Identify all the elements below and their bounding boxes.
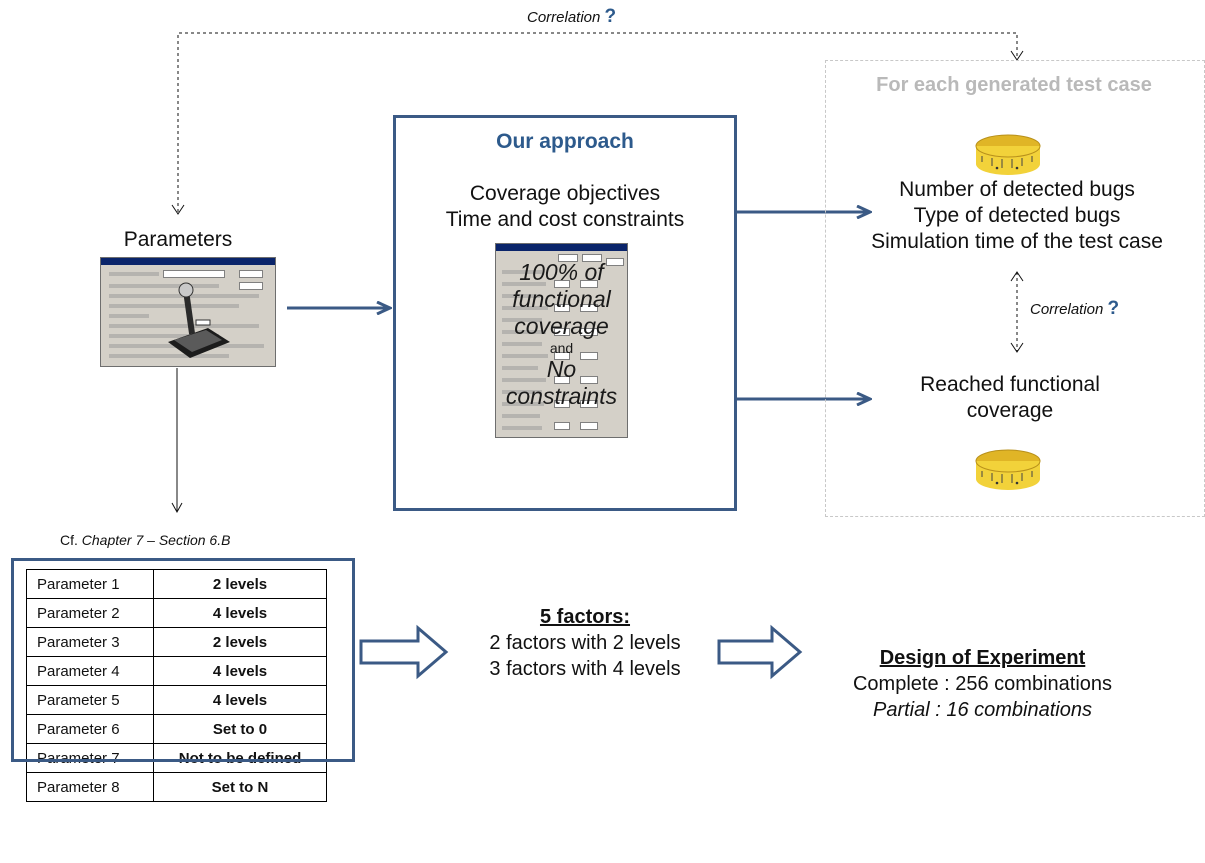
factors-summary: 5 factors: 2 factors with 2 levels 3 fac… (440, 604, 730, 682)
approach-objectives: Coverage objectives Time and cost constr… (396, 181, 734, 233)
correlation-right-label: Correlation ? (1030, 298, 1160, 320)
test-case-title: For each generated test case (876, 74, 1152, 96)
parameter-name: Parameter 7 (26, 743, 154, 773)
parameter-name: Parameter 6 (26, 714, 154, 744)
parameter-value: Set to N (153, 772, 327, 802)
reached-coverage-label: Reached functional coverage (860, 372, 1160, 424)
factor-rows-highlight (11, 558, 355, 762)
chapter-reference: Cf. Chapter 7 – Section 6.B (60, 532, 230, 548)
coverage-line-1: Reached functional (920, 373, 1100, 396)
correlation-top-question: ? (604, 6, 617, 27)
coverage-line-2: coverage (966, 399, 1054, 422)
correlation-right-question: ? (1107, 298, 1120, 319)
reference-prefix: Cf. (60, 532, 82, 548)
approach-box: Our approach Coverage objectives Time an… (393, 115, 737, 511)
overlay-line-4: No (546, 356, 577, 382)
correlation-top-text: Correlation (527, 9, 601, 26)
parameter-name: Parameter 8 (26, 772, 154, 802)
overlay-line-2: functional (512, 286, 611, 312)
overlay-line-3: coverage (514, 313, 609, 339)
test-case-metrics: Number of detected bugs Type of detected… (832, 177, 1202, 255)
table-to-factors-arrow (359, 624, 449, 680)
doe-complete: Complete : 256 combinations (852, 673, 1113, 695)
factors-to-doe-arrow (717, 624, 803, 680)
parameter-value: Not to be defined (153, 743, 327, 773)
metric-bugs-type: Type of detected bugs (913, 204, 1121, 227)
factors-line-2: 3 factors with 4 levels (489, 658, 681, 680)
correlation-top-label: Correlation ? (527, 6, 667, 28)
overlay-and: and (549, 340, 574, 356)
coverage-overlay-text: 100% of functional coverage and No const… (496, 259, 627, 410)
joystick-icon (168, 282, 230, 358)
measuring-tape-icon (975, 134, 1041, 175)
parameter-value: 4 levels (153, 656, 327, 686)
parameter-value: 4 levels (153, 598, 327, 628)
metric-bugs-count: Number of detected bugs (899, 178, 1135, 201)
measuring-tape-icon (975, 449, 1041, 490)
reference-chapter: Chapter 7 – Section 6.B (81, 532, 231, 548)
factors-title: 5 factors: (539, 606, 631, 628)
parameter-value: 4 levels (153, 685, 327, 715)
parameter-value: Set to 0 (153, 714, 327, 744)
approach-line-1: Coverage objectives (469, 182, 661, 205)
overlay-line-1: 100% of (519, 259, 604, 285)
coverage-dialog-thumbnail: 100% of functional coverage and No const… (495, 243, 628, 438)
parameter-name: Parameter 2 (26, 598, 154, 628)
parameters-label: Parameters (123, 228, 233, 251)
factors-line-1: 2 factors with 2 levels (489, 632, 681, 654)
doe-summary: Design of Experiment Complete : 256 comb… (805, 645, 1160, 723)
parameters-dialog-thumbnail (100, 257, 276, 367)
parameter-value: 2 levels (153, 627, 327, 657)
metric-simulation-time: Simulation time of the test case (871, 230, 1163, 253)
approach-line-2: Time and cost constraints (445, 208, 685, 231)
overlay-line-5: constraints (505, 383, 618, 409)
parameter-name: Parameter 5 (26, 685, 154, 715)
correlation-right-text: Correlation (1030, 301, 1104, 318)
approach-title: Our approach (496, 130, 634, 153)
doe-title: Design of Experiment (879, 647, 1086, 669)
parameter-name: Parameter 4 (26, 656, 154, 686)
doe-partial: Partial : 16 combinations (872, 699, 1092, 721)
